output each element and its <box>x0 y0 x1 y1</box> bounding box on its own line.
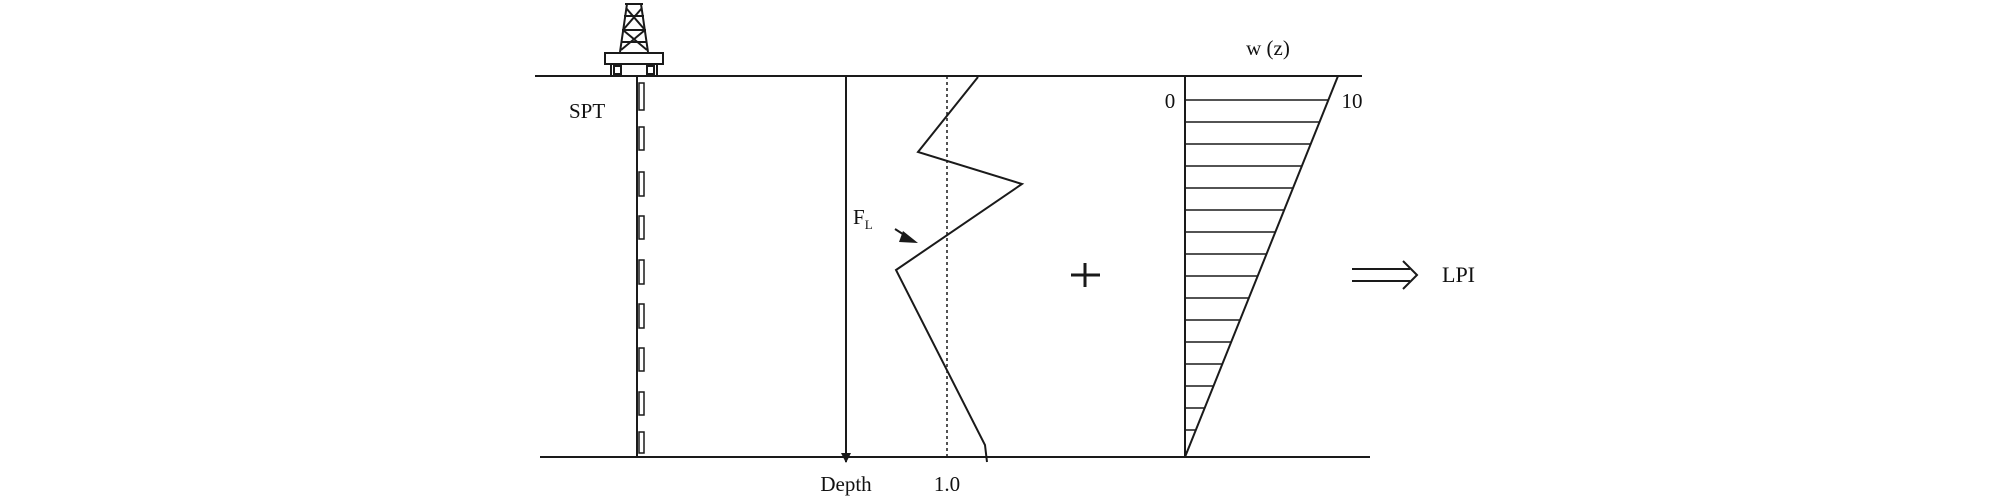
fl-label-subscript: L <box>865 217 873 232</box>
weight-function-title: w (z) <box>1246 36 1290 60</box>
fl-label-main: F <box>853 205 865 229</box>
weight-hatch-lines <box>1185 99 1329 453</box>
weight-max-label: 10 <box>1342 89 1363 113</box>
fl-label: FL <box>853 205 873 232</box>
drilling-rig-icon <box>604 3 664 75</box>
fl-pointer-arrow-icon <box>894 228 918 243</box>
implies-arrow-icon <box>1352 260 1419 290</box>
weight-min-label: 0 <box>1165 89 1176 113</box>
fl-threshold-label: 1.0 <box>934 472 960 496</box>
depth-label: Depth <box>820 472 872 496</box>
fl-profile-curve <box>894 76 1025 463</box>
plus-sign-icon <box>1071 263 1100 287</box>
weight-diagonal-line <box>1184 75 1339 458</box>
spt-label: SPT <box>569 99 605 123</box>
lpi-label: LPI <box>1442 262 1475 287</box>
spt-sample-marks <box>638 82 645 454</box>
